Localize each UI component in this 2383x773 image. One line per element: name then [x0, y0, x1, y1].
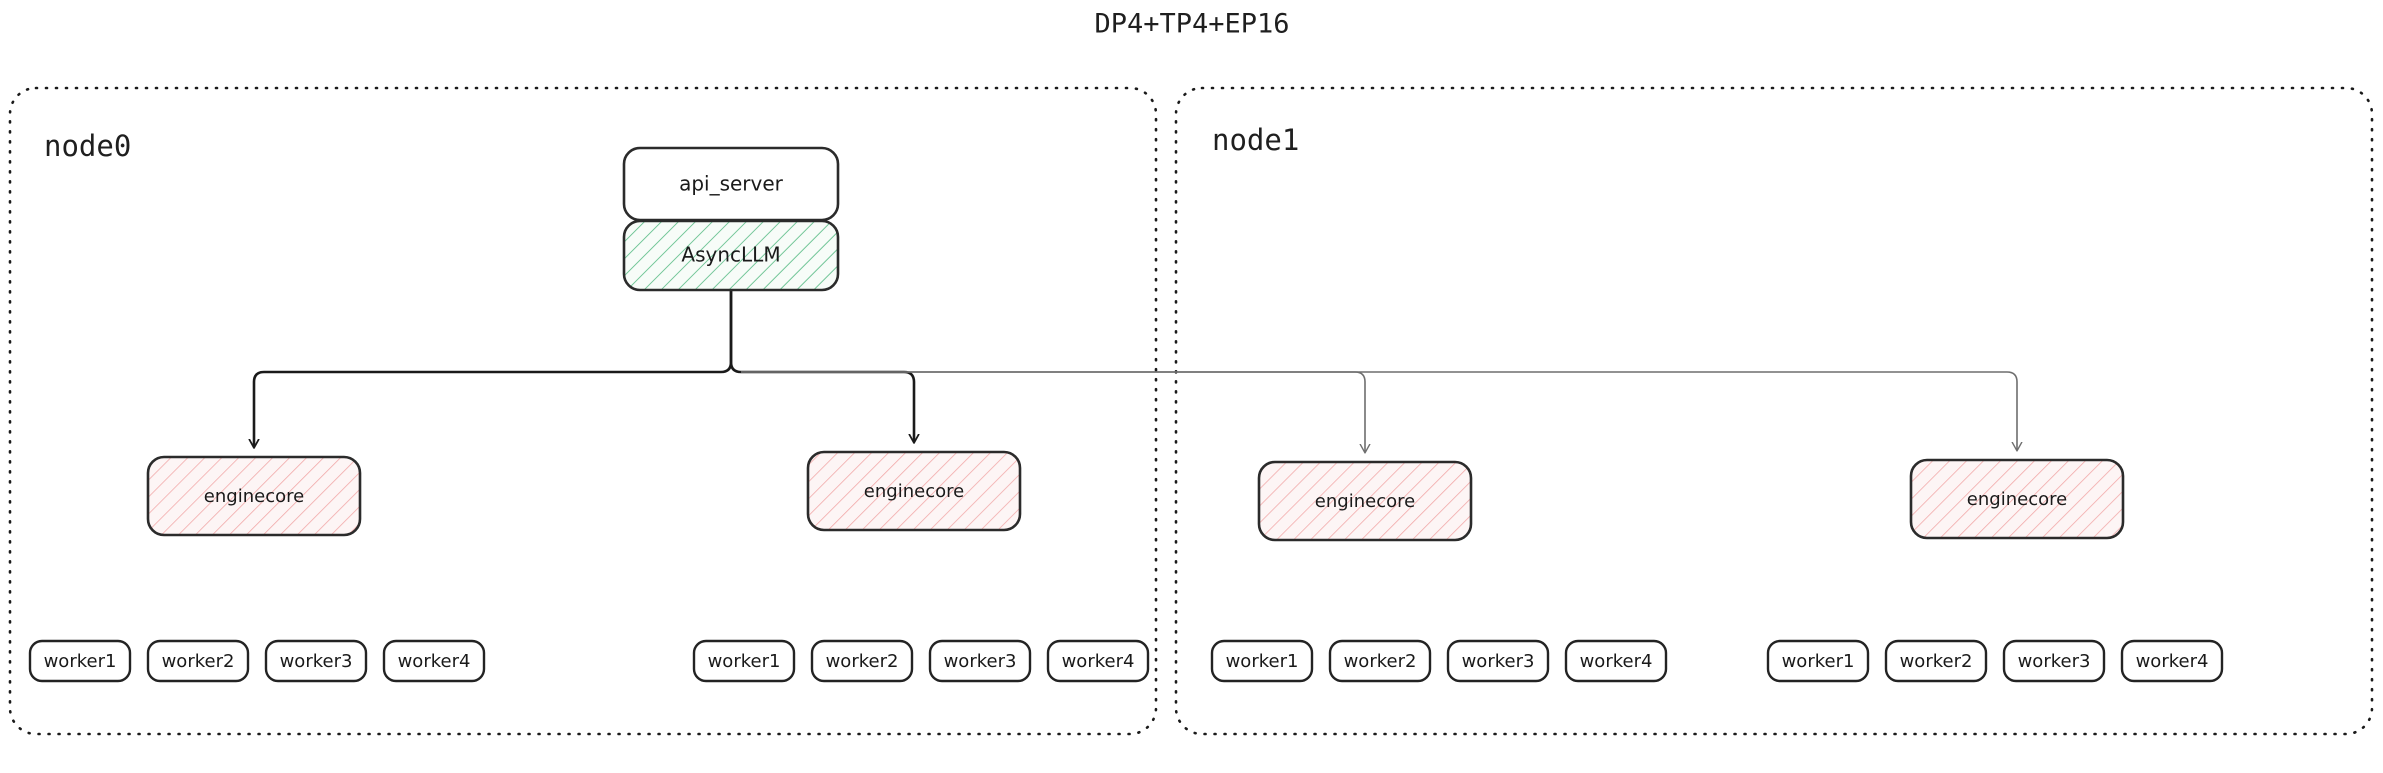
node1-frame [1174, 86, 2374, 736]
node0-enginecore-1-rect[interactable] [806, 450, 1022, 532]
worker-group: worker1 worker2 worker3 worker4 [28, 639, 486, 683]
node1-label: node1 [1212, 123, 1299, 157]
node0-w1-worker2-rect[interactable] [810, 639, 914, 683]
node1-enginecore-0-label: enginecore [1315, 491, 1415, 512]
node1-w1-worker4-rect[interactable] [2120, 639, 2224, 683]
node0-w0-worker1-rect[interactable] [28, 639, 132, 683]
edge-trunk-left [720, 290, 733, 374]
worker-box[interactable]: worker3 [2002, 639, 2106, 683]
node1-w0-worker2-label: worker2 [1344, 651, 1417, 672]
node1-w1-worker3-label: worker3 [2018, 651, 2091, 672]
node1-w1-worker3-rect[interactable] [2002, 639, 2106, 683]
node1-w0-worker2-rect[interactable] [1328, 639, 1432, 683]
worker-box[interactable]: worker3 [928, 639, 1032, 683]
node0-w0-worker4-rect[interactable] [382, 639, 486, 683]
node0-w1-worker3-rect[interactable] [928, 639, 1032, 683]
node0-label: node0 [44, 129, 131, 163]
edge-to-node1-enginecore-1 [741, 371, 2017, 450]
async-llm-label: AsyncLLM [681, 243, 780, 267]
node1-w0-worker4-rect[interactable] [1564, 639, 1668, 683]
async-llm-rect[interactable] [622, 219, 840, 292]
worker-group: worker1 worker2 worker3 worker4 [1766, 639, 2224, 683]
enginecore-box[interactable]: enginecore [1257, 460, 1473, 542]
worker-box[interactable]: worker1 [692, 639, 796, 683]
worker-box[interactable]: worker4 [2120, 639, 2224, 683]
node0-w1-worker4-rect[interactable] [1046, 639, 1150, 683]
node1-w0-worker1-label: worker1 [1226, 651, 1299, 672]
api-server-box[interactable]: api_server [622, 146, 840, 222]
worker-box[interactable]: worker4 [1046, 639, 1150, 683]
worker-box[interactable]: worker1 [1766, 639, 1870, 683]
node0-w1-worker2-label: worker2 [826, 651, 899, 672]
enginecore-box[interactable]: enginecore [146, 455, 362, 537]
node0-w1-worker1-label: worker1 [708, 651, 781, 672]
node1-w1-worker1-rect[interactable] [1766, 639, 1870, 683]
node0-w0-worker3-rect[interactable] [264, 639, 368, 683]
worker-group: worker1 worker2 worker3 worker4 [692, 639, 1150, 683]
node1-w1-worker4-label: worker4 [2136, 651, 2209, 672]
node0-w0-worker2-rect[interactable] [146, 639, 250, 683]
node0-frame [8, 86, 1158, 736]
node0-w0-worker1-label: worker1 [44, 651, 117, 672]
worker-box[interactable]: worker1 [1210, 639, 1314, 683]
node0-w0-worker4-label: worker4 [398, 651, 471, 672]
enginecore-box[interactable]: enginecore [806, 450, 1022, 532]
worker-box[interactable]: worker2 [1328, 639, 1432, 683]
worker-box[interactable]: worker4 [1564, 639, 1668, 683]
node-container-node0: node0 [8, 86, 1158, 736]
edge-to-node1-enginecore-0 [741, 371, 1365, 452]
node0-enginecore-1-label: enginecore [864, 481, 964, 502]
worker-box[interactable]: worker2 [146, 639, 250, 683]
node0-enginecore-0-label: enginecore [204, 486, 304, 507]
node1-enginecore-0-rect[interactable] [1257, 460, 1473, 542]
node1-enginecore-1-label: enginecore [1967, 489, 2067, 510]
node0-w1-worker4-label: worker4 [1062, 651, 1135, 672]
worker-box[interactable]: worker2 [1884, 639, 1988, 683]
node1-enginecore-1-rect[interactable] [1909, 458, 2125, 540]
node1-w0-worker3-rect[interactable] [1446, 639, 1550, 683]
worker-box[interactable]: worker1 [28, 639, 132, 683]
async-llm-box[interactable]: AsyncLLM [622, 219, 840, 292]
node1-w1-worker1-label: worker1 [1782, 651, 1855, 672]
node1-w1-worker2-label: worker2 [1900, 651, 1973, 672]
worker-group: worker1 worker2 worker3 worker4 [1210, 639, 1668, 683]
node1-w0-worker4-label: worker4 [1580, 651, 1653, 672]
node0-w0-worker3-label: worker3 [280, 651, 353, 672]
node1-w0-worker1-rect[interactable] [1210, 639, 1314, 683]
edge-trunk-right [729, 290, 742, 374]
node0-enginecore-0-rect[interactable] [146, 455, 362, 537]
worker-box[interactable]: worker4 [382, 639, 486, 683]
node-container-node1: node1 [1174, 86, 2374, 736]
edge-to-node0-enginecore-1 [741, 370, 914, 442]
node0-w0-worker2-label: worker2 [162, 651, 235, 672]
worker-box[interactable]: worker2 [810, 639, 914, 683]
node1-w0-worker3-label: worker3 [1462, 651, 1535, 672]
node0-w1-worker3-label: worker3 [944, 651, 1017, 672]
node1-w1-worker2-rect[interactable] [1884, 639, 1988, 683]
enginecore-box[interactable]: enginecore [1909, 458, 2125, 540]
api-server-label: api_server [679, 172, 784, 196]
node0-w1-worker1-rect[interactable] [692, 639, 796, 683]
page-title: DP4+TP4+EP16 [1094, 9, 1289, 40]
worker-box[interactable]: worker3 [264, 639, 368, 683]
edge-to-node0-enginecore-0 [254, 370, 721, 447]
worker-box[interactable]: worker3 [1446, 639, 1550, 683]
